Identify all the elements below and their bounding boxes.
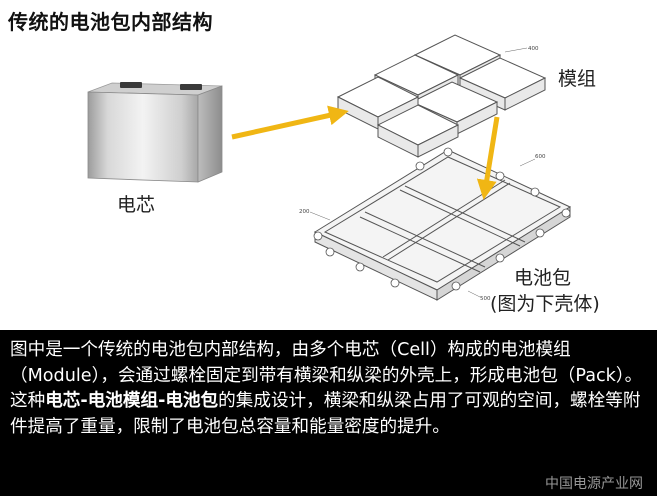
- module-part-number: 400: [528, 46, 539, 52]
- tray-left-part-number: 200: [299, 209, 310, 215]
- caption-text-part1: 图中是一个传统的电池包内部结构，由多个电芯（Cell）构成的电池模组（Modul…: [10, 340, 643, 412]
- module-label: 模组: [558, 68, 597, 90]
- page-title: 传统的电池包内部结构: [8, 10, 213, 34]
- caption-box: 图中是一个传统的电池包内部结构，由多个电芯（Cell）构成的电池模组（Modul…: [0, 330, 657, 496]
- frame-part-number: 600: [535, 154, 546, 160]
- caption-text-bold: 电芯-电池模组-电池包: [45, 391, 219, 412]
- caption-text-part2: 的集成设计，横梁和纵梁占用了可观的空间，螺栓等附件提高了重量，限制了电池包总容量…: [10, 391, 641, 437]
- battery-modules-illustration: 400: [336, 34, 547, 158]
- watermark: 中国电源产业网: [545, 476, 643, 492]
- battery-pack-diagram: 400 600 200 500: [87, 34, 572, 302]
- module-to-pack-arrow: [476, 116, 500, 200]
- pack-note-label: (图为下壳体): [490, 293, 600, 315]
- cell-to-module-arrow: [231, 105, 349, 140]
- cell-label: 电芯: [117, 194, 156, 216]
- battery-cell-illustration: [87, 82, 223, 183]
- battery-pack-tray-illustration: 600 200 500: [299, 147, 572, 302]
- tray-bottom-part-number: 500: [480, 296, 491, 302]
- pack-label: 电池包: [514, 267, 572, 289]
